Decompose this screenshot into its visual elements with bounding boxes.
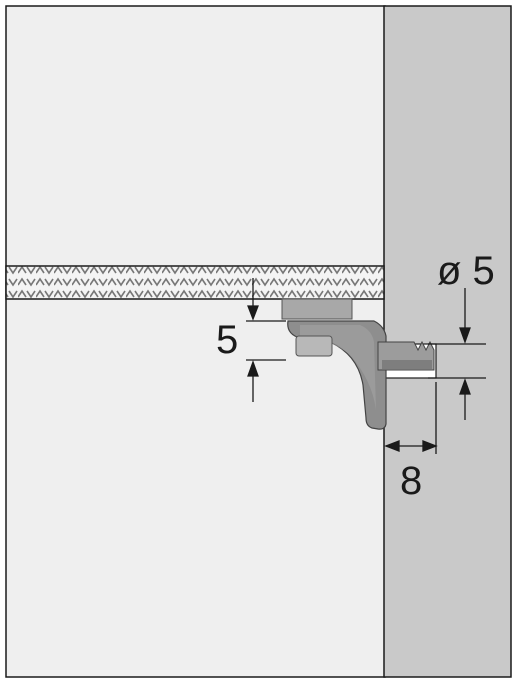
clearance-dimension xyxy=(246,278,286,402)
shelf-support-bracket xyxy=(281,298,435,430)
shelf-board xyxy=(5,265,385,300)
clearance-label: 5 xyxy=(216,318,238,362)
pin-diameter-label: ø 5 xyxy=(437,249,495,293)
pin-diameter-dimension xyxy=(428,288,486,420)
inset-label: 8 xyxy=(400,459,422,503)
inset-dimension xyxy=(384,382,438,454)
